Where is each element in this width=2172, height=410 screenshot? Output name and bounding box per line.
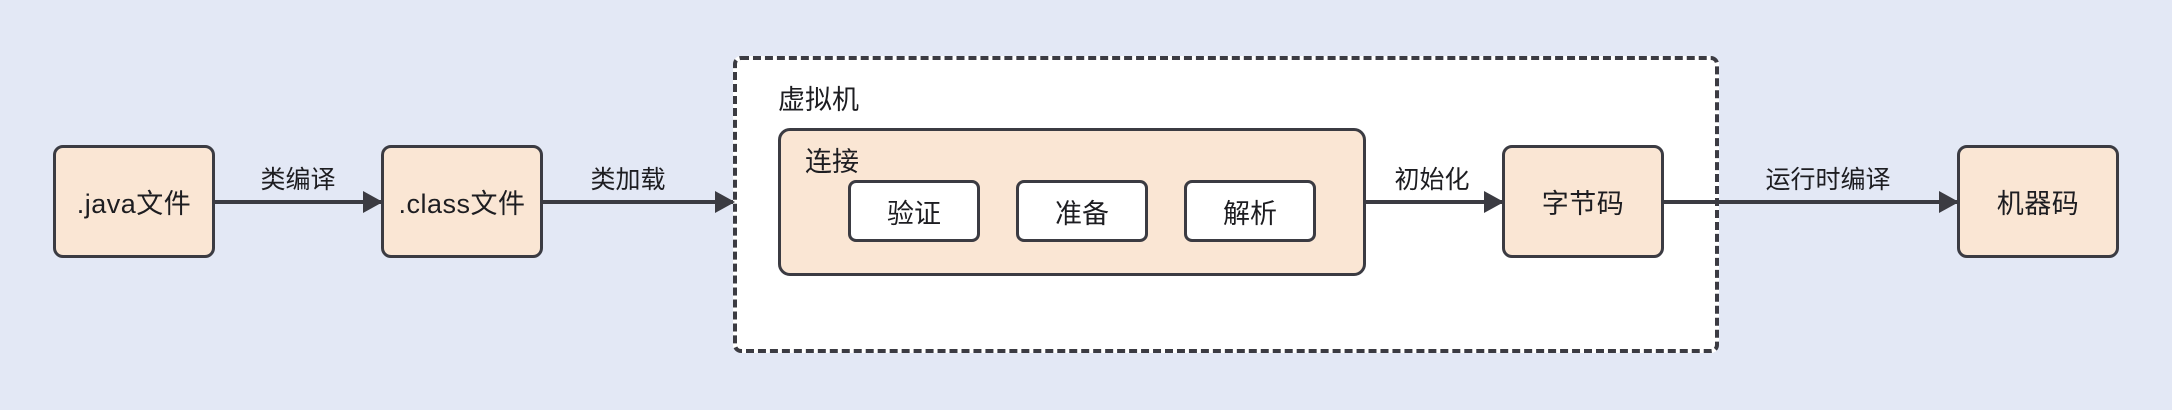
node-java-file[interactable]: .java文件	[53, 145, 215, 258]
linking-step-verification[interactable]: 验证	[848, 180, 980, 242]
linking-step-verification-label: 验证	[887, 198, 941, 229]
edge-initialization-label: 初始化	[1394, 166, 1470, 194]
edge-runtime-compile-label: 运行时编译	[1765, 166, 1891, 194]
linking-group-label: 连接	[805, 147, 859, 177]
linking-step-preparation-label: 准备	[1055, 198, 1109, 229]
linking-step-resolution[interactable]: 解析	[1184, 180, 1316, 242]
node-bytecode[interactable]: 字节码	[1502, 145, 1664, 258]
node-machine-code[interactable]: 机器码	[1957, 145, 2119, 258]
virtual-machine-label: 虚拟机	[778, 85, 859, 115]
linking-step-resolution-label: 解析	[1223, 198, 1277, 229]
node-class-file[interactable]: .class文件	[381, 145, 543, 258]
node-java-file-label: .java文件	[76, 189, 192, 219]
edge-class-compile-label: 类编译	[260, 166, 336, 194]
linking-step-preparation[interactable]: 准备	[1016, 180, 1148, 242]
edge-runtime-compile	[1664, 200, 1957, 204]
edge-class-load-label: 类加载	[590, 166, 666, 194]
edge-class-compile	[215, 200, 381, 204]
edge-initialization	[1366, 200, 1502, 204]
node-bytecode-label: 字节码	[1541, 189, 1625, 219]
node-machine-code-label: 机器码	[1996, 189, 2080, 219]
edge-class-load	[543, 200, 733, 204]
node-class-file-label: .class文件	[398, 189, 526, 219]
